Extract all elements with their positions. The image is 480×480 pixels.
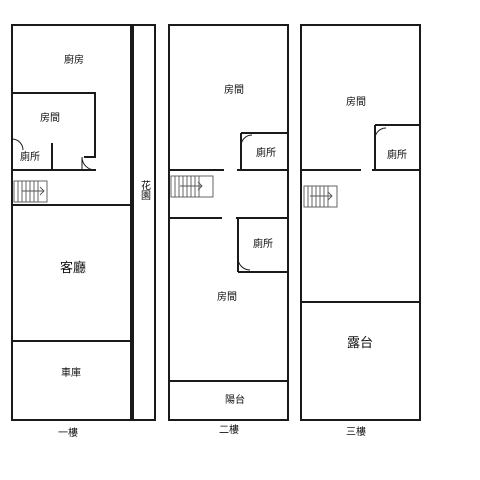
first-floor-stairs [13, 180, 48, 203]
first-toilet-label: 廁所 [20, 150, 40, 163]
second-floor-stairs [170, 175, 214, 198]
first-floor-plan: 廚房 房間 廁所 客廳 車庫 花園 一樓 [11, 24, 156, 439]
second-front-toilet-label: 廁所 [256, 146, 276, 159]
second-floor-plan: 房間 廁所 廁所 房間 陽台 二樓 [168, 24, 289, 436]
garden-label: 花園 [139, 179, 151, 201]
first-toilet-door [11, 138, 24, 151]
first-bedroom-door [81, 156, 96, 171]
third-floor-label: 三樓 [346, 425, 366, 438]
living-room-label: 客廳 [60, 260, 86, 276]
garage-label: 車庫 [61, 366, 81, 379]
second-rear-toilet-door [237, 257, 251, 271]
second-front-bedroom-label: 房間 [224, 83, 244, 96]
kitchen-label: 廚房 [64, 53, 84, 66]
third-bedroom-label: 房間 [346, 95, 366, 108]
second-rear-bedroom-label: 房間 [217, 290, 237, 303]
second-floor-outline [168, 24, 289, 421]
garden-strip [132, 24, 156, 421]
terrace-label: 露台 [347, 336, 373, 351]
first-bedroom-wall [12, 92, 96, 158]
third-floor-outline [300, 24, 421, 421]
first-bedroom-label: 房間 [40, 111, 60, 124]
first-floor-label: 一樓 [58, 426, 78, 439]
third-toilet-label: 廁所 [387, 148, 407, 161]
third-toilet-door [374, 127, 387, 141]
second-rear-toilet-label: 廁所 [253, 237, 273, 250]
second-floor-label: 二樓 [219, 423, 239, 436]
balcony-label: 陽台 [225, 393, 245, 406]
first-floor-outline [11, 24, 132, 421]
second-front-toilet-door [240, 134, 253, 147]
third-floor-stairs [303, 185, 338, 208]
third-floor-plan: 房間 廁所 露台 三樓 [300, 24, 421, 438]
